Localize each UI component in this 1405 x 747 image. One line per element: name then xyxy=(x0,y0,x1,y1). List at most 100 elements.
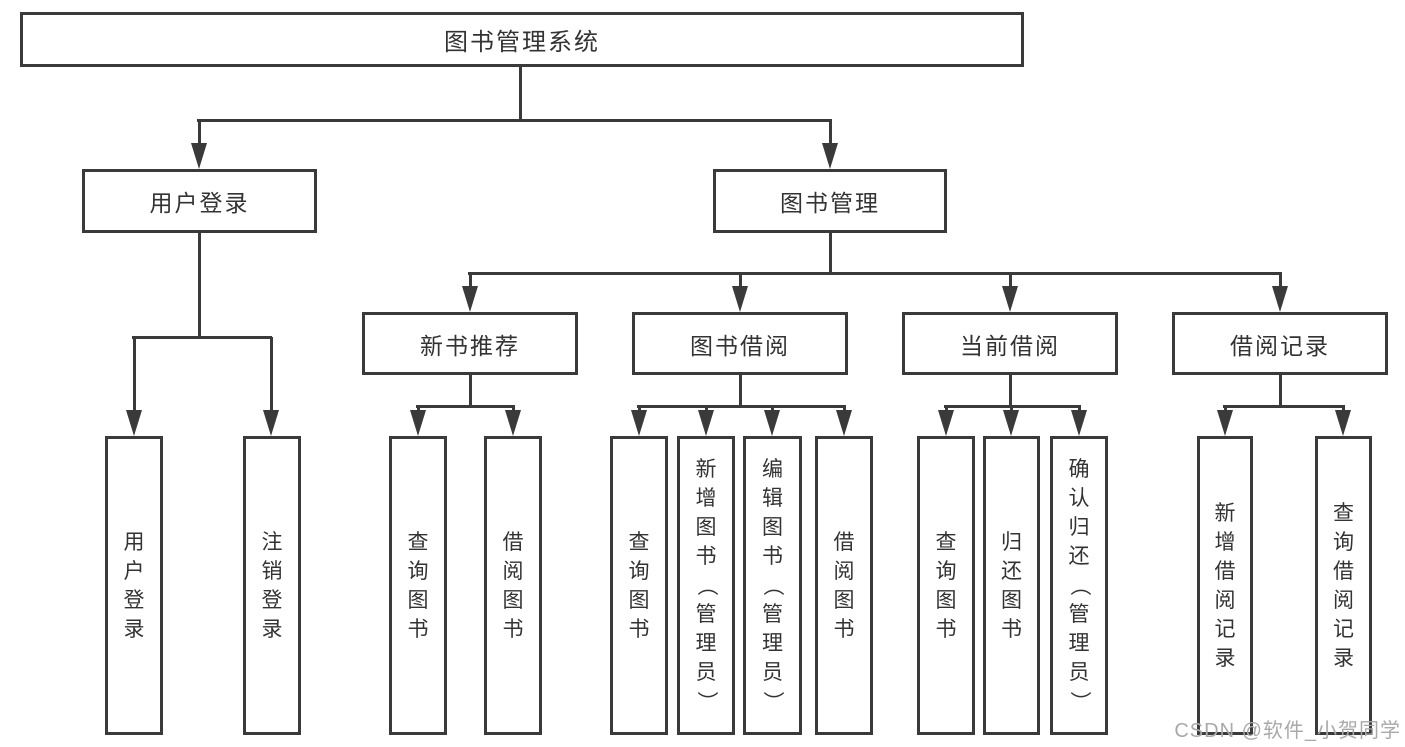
node-label-char: 注 xyxy=(261,530,283,554)
watermark: CSDN @软件_小贺同学 xyxy=(1174,720,1401,742)
arrowhead-down-icon xyxy=(263,410,279,436)
node-label-char: 增 xyxy=(695,487,717,510)
node-label-char: 管 xyxy=(695,603,717,626)
node-leaf-borrow-books-new: 借阅图书 xyxy=(484,436,542,735)
node-label-char: ） xyxy=(694,691,718,712)
connector-stem xyxy=(828,233,832,274)
node-label-char: 借 xyxy=(1333,559,1354,583)
connector-rail xyxy=(637,404,846,408)
node-label-char: 图 xyxy=(628,588,650,612)
node-leaf-add-record: 新增借阅记录 xyxy=(1197,436,1253,735)
connector-drop xyxy=(738,273,742,290)
node-label-char: 增 xyxy=(1214,530,1236,554)
node-label-char: 归 xyxy=(1001,530,1022,554)
node-label-char: 认 xyxy=(1068,487,1090,510)
node-label-char: 编 xyxy=(762,458,783,481)
node-label-char: 借 xyxy=(833,530,855,554)
node-label-char: 阅 xyxy=(1214,588,1236,612)
arrowhead-down-icon xyxy=(1003,410,1019,436)
arrowhead-down-icon xyxy=(505,410,521,436)
node-label-char: 询 xyxy=(1333,530,1354,554)
node-label-char: 书 xyxy=(695,545,717,568)
node-label-char: （ xyxy=(761,575,784,596)
node-leaf-query-record: 查询借阅记录 xyxy=(1315,436,1372,735)
node-label-char: 书 xyxy=(502,617,524,641)
connector-rail xyxy=(468,271,1282,275)
node-label-char: 书 xyxy=(833,617,855,641)
arrowhead-down-icon xyxy=(764,410,780,436)
node-label-char: 图 xyxy=(1001,588,1022,612)
connector-drop xyxy=(828,120,832,147)
node-label-char: 阅 xyxy=(502,559,524,583)
node-label-char: 登 xyxy=(261,588,283,612)
connector-stem xyxy=(738,375,742,408)
arrowhead-down-icon xyxy=(1002,286,1018,312)
node-label-char: 归 xyxy=(1068,516,1090,539)
arrowhead-down-icon xyxy=(631,410,647,436)
node-label-char: 图 xyxy=(407,588,429,612)
node-label-char: 员 xyxy=(695,661,717,684)
connector-drop xyxy=(1278,273,1282,290)
node-label-char: 书 xyxy=(407,617,429,641)
arrowhead-down-icon xyxy=(410,410,426,436)
connector-drop xyxy=(269,337,273,414)
node-leaf-edit-books: 编辑图书（管理员） xyxy=(743,436,802,735)
connector-drop xyxy=(1008,273,1012,290)
node-leaf-logout: 注销登录 xyxy=(243,436,301,735)
node-label-char: 录 xyxy=(123,617,145,641)
node-label-char: 新 xyxy=(1214,501,1236,525)
node-label-char: （ xyxy=(694,575,718,596)
connector-stem xyxy=(468,375,472,408)
node-label-char: 图 xyxy=(502,588,524,612)
node-label-char: 销 xyxy=(261,559,283,583)
node-label-char: 理 xyxy=(762,632,783,655)
arrowhead-down-icon xyxy=(938,410,954,436)
connector-rail xyxy=(944,404,1081,408)
node-label-char: 理 xyxy=(695,632,717,655)
connector-stem xyxy=(518,67,522,121)
node-label-char: 书 xyxy=(762,545,783,568)
node-borrow-records: 借阅记录 xyxy=(1172,312,1388,375)
node-current-borrow: 当前借阅 xyxy=(902,312,1118,375)
node-label-char: 查 xyxy=(628,530,650,554)
node-leaf-add-books: 新增图书（管理员） xyxy=(677,436,735,735)
node-label: 图书借阅 xyxy=(690,332,790,359)
node-user-login: 用户登录 xyxy=(82,169,317,233)
connector-stem xyxy=(1008,375,1012,408)
node-book-mgmt: 图书管理 xyxy=(713,169,947,233)
node-label-char: 询 xyxy=(935,559,957,583)
node-new-books: 新书推荐 xyxy=(362,312,578,375)
node-leaf-query-books-borrow: 查询图书 xyxy=(610,436,668,735)
connector-stem xyxy=(1278,375,1282,408)
node-label: 新书推荐 xyxy=(420,332,520,359)
connector-drop xyxy=(132,337,136,414)
node-label-char: 图 xyxy=(762,516,783,539)
arrowhead-down-icon xyxy=(1071,410,1087,436)
node-leaf-confirm-return: 确认归还（管理员） xyxy=(1050,436,1108,735)
arrowhead-down-icon xyxy=(698,410,714,436)
node-label-char: 记 xyxy=(1333,617,1354,641)
node-label-char: 还 xyxy=(1001,559,1022,583)
node-label: 用户登录 xyxy=(149,190,250,216)
arrowhead-down-icon xyxy=(1272,286,1288,312)
node-label-char: 图 xyxy=(935,588,957,612)
arrowhead-down-icon xyxy=(1217,410,1233,436)
arrowhead-down-icon xyxy=(126,410,142,436)
node-label-char: 询 xyxy=(628,559,650,583)
node-label-char: 还 xyxy=(1068,545,1090,568)
arrowhead-down-icon xyxy=(836,410,852,436)
connector-stem xyxy=(197,233,201,338)
arrowhead-down-icon xyxy=(191,143,207,169)
node-label-char: 询 xyxy=(407,559,429,583)
node-label-char: 录 xyxy=(1333,646,1354,670)
connector-rail xyxy=(197,118,832,122)
node-book-borrow: 图书借阅 xyxy=(632,312,848,375)
arrowhead-down-icon xyxy=(732,286,748,312)
node-label-char: 用 xyxy=(123,530,145,554)
connector-drop xyxy=(197,120,201,147)
node-label-char: 户 xyxy=(123,559,145,583)
node-label-char: （ xyxy=(1067,575,1091,596)
node-label-char: 管 xyxy=(762,603,783,626)
node-label-char: 员 xyxy=(1068,661,1090,684)
node-leaf-borrow-books-borrow: 借阅图书 xyxy=(815,436,873,735)
